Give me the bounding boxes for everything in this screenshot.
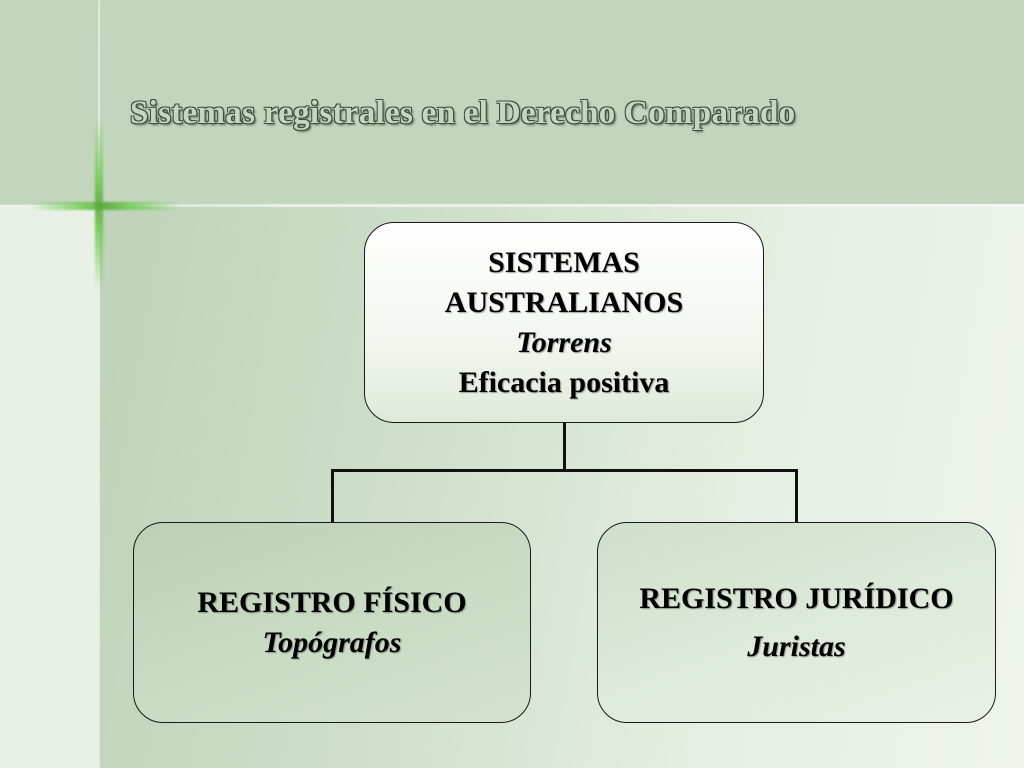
child-node-registro-fisico: REGISTRO FÍSICO Topógrafos: [133, 522, 531, 723]
root-node-line2: AUSTRALIANOS: [444, 285, 684, 319]
child-node-title: REGISTRO JURÍDICO: [639, 581, 954, 615]
child-node-subtitle: Topógrafos: [262, 625, 402, 659]
slide-title: Sistemas registrales en el Derecho Compa…: [130, 95, 796, 131]
connector-right-down: [795, 469, 798, 522]
connector-root-down: [563, 423, 566, 471]
root-node-line3: Torrens: [516, 325, 612, 359]
cross-glow-vertical: [95, 120, 103, 290]
child-node-subtitle: Juristas: [747, 629, 846, 663]
left-strip: [0, 205, 100, 768]
root-node-line1: SISTEMAS: [488, 245, 640, 279]
connector-left-down: [331, 469, 334, 522]
child-node-title: REGISTRO FÍSICO: [197, 585, 467, 619]
cross-glow-horizontal: [30, 202, 180, 210]
header-band: [0, 0, 1024, 205]
connector-horizontal: [331, 469, 798, 472]
root-node: SISTEMAS AUSTRALIANOS Torrens Eficacia p…: [364, 222, 764, 423]
horizontal-rule: [0, 204, 1024, 207]
child-node-registro-juridico: REGISTRO JURÍDICO Juristas: [597, 522, 996, 723]
vertical-rule: [98, 0, 100, 768]
root-node-line4: Eficacia positiva: [458, 365, 670, 399]
